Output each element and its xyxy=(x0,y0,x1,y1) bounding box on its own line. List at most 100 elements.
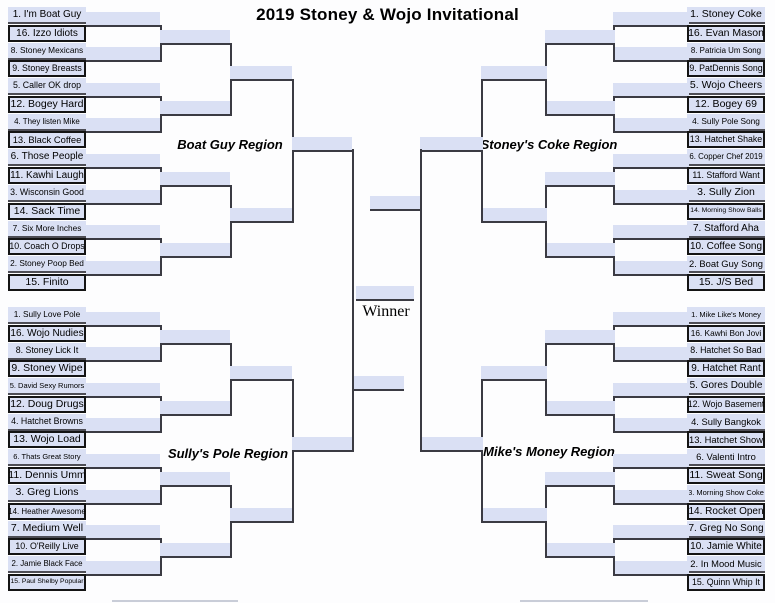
connector-line xyxy=(86,167,162,169)
round5-slot xyxy=(292,437,352,450)
page-title: 2019 Stoney & Wojo Invitational xyxy=(256,5,519,24)
round3-slot xyxy=(160,172,230,185)
round2-slot xyxy=(613,261,689,274)
round2-slot xyxy=(613,525,689,538)
team-slot: 15. Finito xyxy=(8,274,86,291)
team-slot: 1. Mike Like's Money xyxy=(687,307,765,324)
connector-line xyxy=(481,521,545,523)
region-label-boat-guy: Boat Guy Region xyxy=(177,137,283,152)
team-slot: 4. Sully Pole Song xyxy=(687,114,765,131)
connector-line xyxy=(481,79,483,223)
connector-line xyxy=(613,167,687,169)
connector-line xyxy=(420,450,481,452)
connector-line xyxy=(613,60,687,62)
connector-line xyxy=(545,343,613,345)
team-slot: 3. Wisconsin Good xyxy=(8,185,86,202)
connector-line xyxy=(613,25,687,27)
team-slot: 5. Wojo Cheers xyxy=(687,78,765,95)
semifinal-right-connector xyxy=(420,149,422,451)
round5-slot xyxy=(420,137,483,150)
round2-slot xyxy=(613,225,689,238)
connector-line xyxy=(545,256,613,258)
connector-line xyxy=(160,485,232,487)
round2-slot xyxy=(613,12,689,25)
connector-line xyxy=(481,221,545,223)
round2-slot xyxy=(613,561,689,574)
team-slot: 2. Stoney Poop Bed xyxy=(8,256,86,273)
page-edge-line xyxy=(112,600,238,602)
team-slot: 6. Those People xyxy=(8,149,86,166)
team-slot: 9. Stoney Breasts xyxy=(8,60,86,77)
round2-slot xyxy=(613,312,689,325)
connector-line xyxy=(545,43,613,45)
round2-slot xyxy=(613,83,689,96)
team-slot: 2. In Mood Music xyxy=(687,556,765,573)
connector-line xyxy=(160,556,232,558)
team-slot: 12. Bogey Hard xyxy=(8,96,86,113)
round2-slot xyxy=(613,490,689,503)
connector-line xyxy=(86,60,162,62)
connector-line xyxy=(230,521,294,523)
round3-slot xyxy=(545,543,615,556)
round2-slot xyxy=(86,347,160,360)
finalist-left-slot xyxy=(354,376,404,389)
team-slot: 16. Wojo Nudies xyxy=(8,325,86,342)
round3-slot xyxy=(545,472,615,485)
connector-line xyxy=(613,467,615,505)
region-label-stoneys-coke: Stoney's Coke Region xyxy=(480,137,618,152)
team-slot: 1. Sully Love Pole xyxy=(8,307,86,324)
connector-line xyxy=(613,96,687,98)
team-slot: 14. Morning Show Balls xyxy=(687,203,765,220)
round3-slot xyxy=(160,30,230,43)
connector-line xyxy=(613,396,615,433)
team-slot: 8. Hatchet So Bad xyxy=(687,343,765,360)
round4-slot xyxy=(230,508,292,521)
connector-line xyxy=(613,203,687,205)
round2-slot xyxy=(613,118,689,131)
team-slot: 15. Paul Shelby Popular xyxy=(8,574,86,591)
round3-slot xyxy=(545,172,615,185)
round3-slot xyxy=(160,401,230,414)
round2-slot xyxy=(86,83,160,96)
team-slot: 5. Caller OK drop xyxy=(8,78,86,95)
connector-line xyxy=(86,360,162,362)
team-slot: 7. Greg No Song xyxy=(687,521,765,538)
connector-line xyxy=(613,238,687,240)
team-slot: 14. Heather Awesome xyxy=(8,503,86,520)
round2-slot xyxy=(86,154,160,167)
round3-slot xyxy=(545,101,615,114)
team-slot: 9. PatDennis Song xyxy=(687,60,765,77)
connector-line xyxy=(86,203,162,205)
region-label-mikes-money: Mike's Money Region xyxy=(483,444,615,459)
connector-line xyxy=(86,467,162,469)
round3-slot xyxy=(160,543,230,556)
connector-line xyxy=(613,431,687,433)
round2-slot xyxy=(86,454,160,467)
team-slot: 2. Jamie Black Face xyxy=(8,556,86,573)
connector-line xyxy=(230,79,294,81)
connector-line xyxy=(613,131,687,133)
team-slot: 10. Coach O Drops xyxy=(8,238,86,255)
round4-slot xyxy=(230,208,292,221)
connector-line xyxy=(160,256,232,258)
connector-line xyxy=(545,485,613,487)
connector-line xyxy=(481,379,483,523)
team-slot: 6. Thats Great Story xyxy=(8,449,86,466)
connector-line xyxy=(613,538,615,576)
team-slot: 15. Quinn Whip It xyxy=(687,574,765,591)
round3-slot xyxy=(545,243,615,256)
connector-line xyxy=(481,379,545,381)
team-slot: 11. Dennis Umm xyxy=(8,467,86,484)
round2-slot xyxy=(86,261,160,274)
round2-slot xyxy=(86,490,160,503)
round2-slot xyxy=(86,312,160,325)
connector-line xyxy=(545,556,613,558)
team-slot: 8. Stoney Mexicans xyxy=(8,43,86,60)
connector-line xyxy=(613,274,687,276)
connector-line xyxy=(230,379,294,381)
semifinal-left-connector xyxy=(352,149,354,451)
connector-line xyxy=(613,538,687,540)
connector-line xyxy=(545,185,613,187)
team-slot: 16. Kawhi Bon Jovi xyxy=(687,325,765,342)
team-slot: 3. Morning Show Coke xyxy=(687,485,765,502)
